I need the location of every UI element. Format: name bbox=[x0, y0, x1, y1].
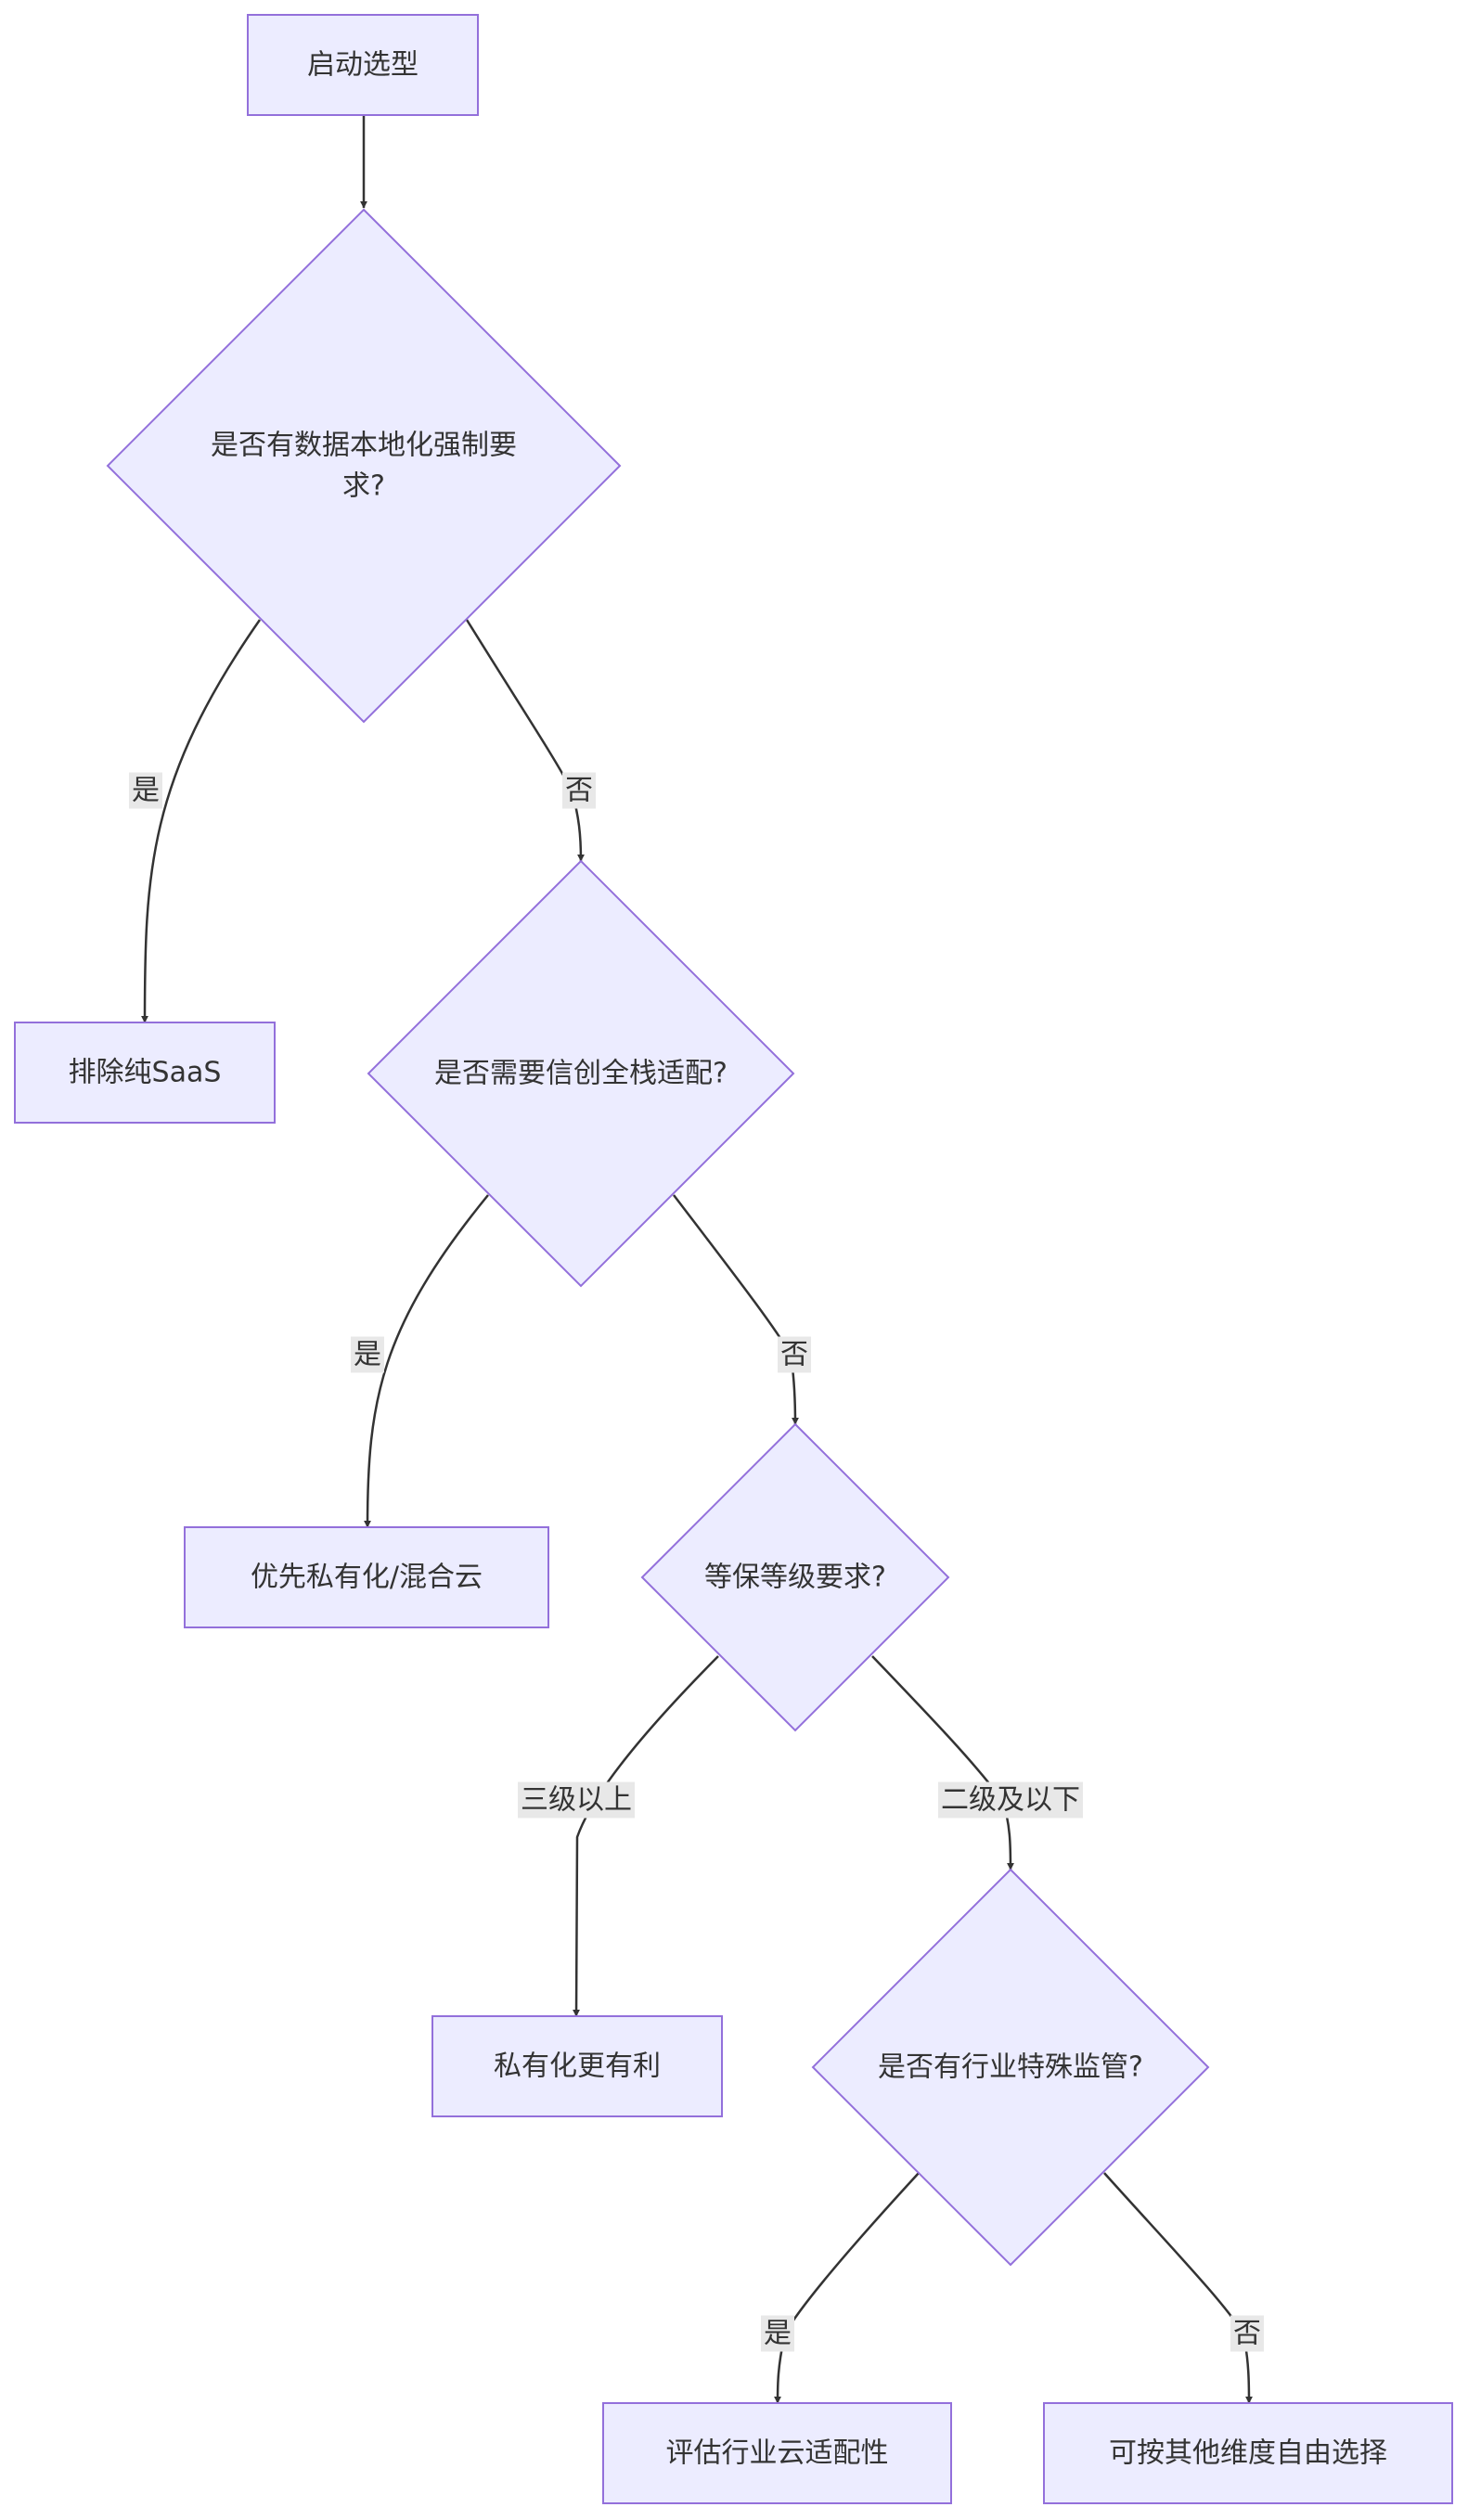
node-r4: 评估行业云适配性 bbox=[602, 2402, 952, 2504]
edge-q3-to-q4 bbox=[871, 1655, 1014, 1871]
edge-label-group-q2-to-r2: 是 bbox=[351, 1336, 384, 1373]
node-start: 启动选型 bbox=[247, 14, 479, 116]
node-q3: 等保等级要求? bbox=[640, 1422, 950, 1732]
edge-label-group-q3-to-q4: 二级及以下 bbox=[938, 1781, 1083, 1819]
edge-labels-layer: 是否是否三级以上二级及以下是否 bbox=[129, 772, 1264, 2352]
edge-label-group-q3-to-r3: 三级以上 bbox=[518, 1781, 635, 1819]
edge-label-bg-q3-to-r3 bbox=[518, 1781, 635, 1819]
node-label-q1-line-1: 是否有数据本地化强制要 bbox=[211, 430, 517, 462]
edge-q2-to-r2 bbox=[364, 1194, 489, 1528]
edge-label-group-q4-to-r5: 否 bbox=[1230, 2315, 1264, 2352]
edge-label-q4-to-r4: 是 bbox=[764, 2318, 792, 2350]
edge-q1-to-r1 bbox=[141, 619, 262, 1023]
process-box-start bbox=[247, 14, 479, 116]
edge-label-group-q2-to-q3: 否 bbox=[778, 1336, 811, 1373]
node-q2: 是否需要信创全栈适配? bbox=[367, 859, 795, 1288]
edge-label-bg-q3-to-q4 bbox=[938, 1781, 1083, 1819]
process-box-r1 bbox=[14, 1022, 276, 1124]
edge-label-bg-q2-to-r2 bbox=[351, 1336, 384, 1373]
node-label-q4: 是否有行业特殊监管? bbox=[878, 2051, 1143, 2084]
process-box-r4 bbox=[602, 2402, 952, 2504]
process-box-r2 bbox=[184, 1526, 549, 1628]
edge-q2-to-q3 bbox=[673, 1194, 799, 1425]
edge-label-q2-to-q3: 否 bbox=[780, 1339, 808, 1371]
node-label-q3: 等保等级要求? bbox=[704, 1562, 886, 1594]
edge-label-q3-to-r3: 三级以上 bbox=[521, 1784, 632, 1817]
node-r3: 私有化更有利 bbox=[431, 2015, 723, 2117]
node-label-r3: 私有化更有利 bbox=[494, 2051, 661, 2083]
node-r5: 可按其他维度自由选择 bbox=[1043, 2402, 1453, 2504]
process-box-r5 bbox=[1043, 2402, 1453, 2504]
node-label-r1: 排除纯SaaS bbox=[69, 1057, 222, 1089]
edge-label-group-q1-to-q2: 否 bbox=[562, 772, 596, 809]
node-label-q2: 是否需要信创全栈适配? bbox=[434, 1058, 728, 1090]
node-label-r2: 优先私有化/混合云 bbox=[251, 1562, 483, 1594]
edge-label-q4-to-r5: 否 bbox=[1233, 2318, 1261, 2350]
node-label-r4: 评估行业云适配性 bbox=[666, 2437, 889, 2470]
decision-diamond-q2 bbox=[367, 859, 795, 1288]
edge-q4-to-r5 bbox=[1103, 2172, 1253, 2404]
node-label-r5: 可按其他维度自由选择 bbox=[1109, 2437, 1387, 2470]
edge-label-q1-to-r1: 是 bbox=[132, 775, 160, 807]
decision-diamond-q3 bbox=[640, 1422, 950, 1732]
edge-label-q3-to-q4: 二级及以下 bbox=[941, 1784, 1080, 1817]
node-r1: 排除纯SaaS bbox=[14, 1022, 276, 1124]
edge-label-bg-q1-to-r1 bbox=[129, 772, 162, 809]
edge-label-group-q1-to-r1: 是 bbox=[129, 772, 162, 809]
edge-label-bg-q4-to-r5 bbox=[1230, 2315, 1264, 2352]
edge-label-q1-to-q2: 否 bbox=[565, 775, 593, 807]
edge-label-q2-to-r2: 是 bbox=[354, 1339, 381, 1371]
node-q4: 是否有行业特殊监管? bbox=[811, 1868, 1210, 2267]
node-label-start: 启动选型 bbox=[307, 49, 419, 82]
node-label-q1-line-2: 求? bbox=[342, 470, 385, 503]
decision-diamond-q1 bbox=[106, 208, 622, 724]
node-r2: 优先私有化/混合云 bbox=[184, 1526, 549, 1628]
edge-q1-to-q2 bbox=[465, 619, 585, 862]
edge-label-bg-q2-to-q3 bbox=[778, 1336, 811, 1373]
edge-label-bg-q1-to-q2 bbox=[562, 772, 596, 809]
process-box-r3 bbox=[431, 2015, 723, 2117]
edge-q3-to-r3 bbox=[573, 1655, 719, 2017]
edge-q4-to-r4 bbox=[774, 2172, 920, 2404]
edge-label-group-q4-to-r4: 是 bbox=[761, 2315, 794, 2352]
decision-diamond-q4 bbox=[811, 1868, 1210, 2267]
edge-label-bg-q4-to-r4 bbox=[761, 2315, 794, 2352]
